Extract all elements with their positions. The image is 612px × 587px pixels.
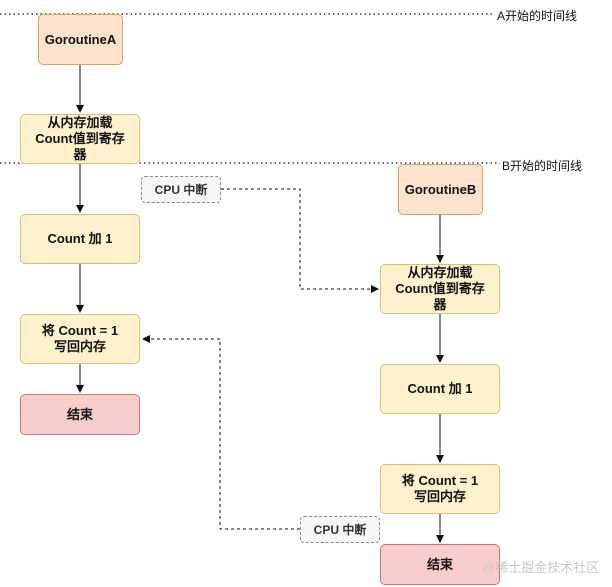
cpu-interrupt-note-2: CPU 中断	[300, 516, 380, 543]
goroutine-b-write-node: 将 Count = 1 写回内存	[380, 464, 500, 514]
cpu-interrupt-note-1: CPU 中断	[141, 176, 221, 203]
goroutine-b-increment-node: Count 加 1	[380, 364, 500, 414]
goroutine-a-increment-node: Count 加 1	[20, 214, 140, 264]
goroutine-a-node: GoroutineA	[38, 14, 123, 65]
goroutine-a-end-node: 结束	[20, 394, 140, 435]
timeline-a-label: A开始的时间线	[497, 9, 578, 23]
interrupt-path-b-to-a	[142, 335, 300, 530]
goroutine-b-node: GoroutineB	[398, 164, 483, 215]
goroutine-a-load-node: 从内存加载 Count值到寄存 器	[20, 114, 140, 164]
interrupt-path-a-to-b	[221, 188, 379, 293]
goroutine-b-load-node: 从内存加载 Count值到寄存 器	[380, 264, 500, 314]
goroutine-b-end-node: 结束	[380, 544, 500, 585]
goroutine-a-write-node: 将 Count = 1 写回内存	[20, 314, 140, 364]
watermark: @稀土掘金技术社区	[482, 560, 600, 575]
timeline-b-label: B开始的时间线	[502, 159, 583, 173]
